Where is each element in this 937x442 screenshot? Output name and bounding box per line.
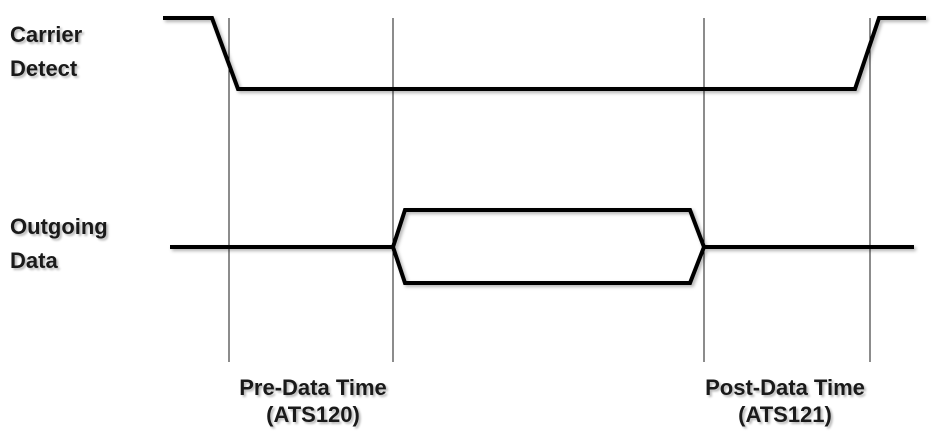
pre-data-time-label-line1: Pre-Data Time bbox=[239, 375, 387, 401]
carrier-detect-label-line1: Carrier bbox=[10, 22, 82, 48]
timing-guides bbox=[229, 18, 870, 362]
outgoing-data-waveform bbox=[170, 210, 914, 283]
pre-data-time-label-line2: (ATS120) bbox=[266, 402, 360, 428]
outgoing-data-label-line1: Outgoing bbox=[10, 214, 108, 240]
outgoing-data-label-line2: Data bbox=[10, 248, 58, 274]
carrier-detect-waveform bbox=[163, 18, 926, 89]
post-data-time-label-line2: (ATS121) bbox=[738, 402, 832, 428]
post-data-time-label-line1: Post-Data Time bbox=[705, 375, 865, 401]
outgoing-data-packet bbox=[393, 210, 704, 283]
carrier-detect-label-line2: Detect bbox=[10, 56, 77, 82]
